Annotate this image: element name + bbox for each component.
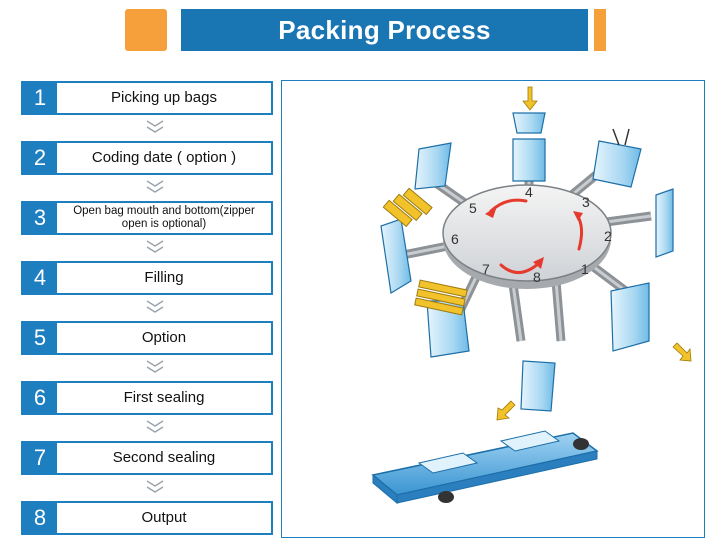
station-number: 6: [451, 231, 459, 247]
step-number: 7: [23, 443, 57, 473]
bag-shapes: [380, 112, 674, 412]
step-4: 4 Filling: [21, 261, 273, 295]
step-label: Second sealing: [112, 449, 216, 466]
station-number: 3: [582, 194, 590, 210]
station-number: 4: [525, 184, 533, 200]
step-label: First sealing: [123, 389, 205, 406]
station-numbers: 1 2 3 4 5 6 7 8: [451, 184, 612, 285]
step-label: Picking up bags: [111, 89, 217, 106]
step-5: 5 Option: [21, 321, 273, 355]
output-conveyor: [371, 430, 599, 505]
step-8: 8 Output: [21, 501, 273, 535]
step-label: Option: [141, 329, 187, 346]
station-number: 2: [604, 228, 612, 244]
header-orange-stub: [594, 9, 606, 51]
step-3: 3 Open bag mouth and bottom(zipper open …: [21, 201, 273, 235]
chevron-down-icon: [146, 240, 164, 253]
station-number: 8: [533, 269, 541, 285]
page-title: Packing Process: [181, 9, 588, 51]
chevron-down-icon: [146, 480, 164, 493]
step-6: 6 First sealing: [21, 381, 273, 415]
turntable: [442, 184, 612, 282]
rotary-packing-machine-illustration: 1 2 3 4 5 6 7 8: [371, 86, 692, 505]
step-label: Output: [141, 509, 187, 526]
step-label: Filling: [144, 269, 184, 286]
flow-arrows: [496, 86, 692, 421]
step-label: Open bag mouth and bottom(zipper open is…: [73, 205, 255, 230]
filling-nozzle: [612, 128, 630, 146]
chevron-down-icon: [146, 300, 164, 313]
chevron-down-icon: [146, 120, 164, 133]
step-7: 7 Second sealing: [21, 441, 273, 475]
step-number: 1: [23, 83, 57, 113]
station-number: 7: [482, 261, 490, 277]
machine-diagram-panel: 1 2 3 4 5 6 7 8: [281, 80, 705, 538]
step-1: 1 Picking up bags: [21, 81, 273, 115]
step-number: 3: [23, 203, 57, 233]
station-number: 5: [469, 200, 477, 216]
step-number: 2: [23, 143, 57, 173]
step-label: Coding date ( option ): [91, 149, 237, 166]
step-number: 5: [23, 323, 57, 353]
sealing-clamps: [382, 187, 468, 316]
header-orange-square: [125, 9, 167, 51]
step-2: 2 Coding date ( option ): [21, 141, 273, 175]
chevron-down-icon: [146, 360, 164, 373]
chevron-down-icon: [146, 420, 164, 433]
chevron-down-icon: [146, 180, 164, 193]
step-number: 8: [23, 503, 57, 533]
step-number: 4: [23, 263, 57, 293]
rotation-arrowheads: [485, 206, 583, 269]
step-number: 6: [23, 383, 57, 413]
station-number: 1: [581, 261, 589, 277]
